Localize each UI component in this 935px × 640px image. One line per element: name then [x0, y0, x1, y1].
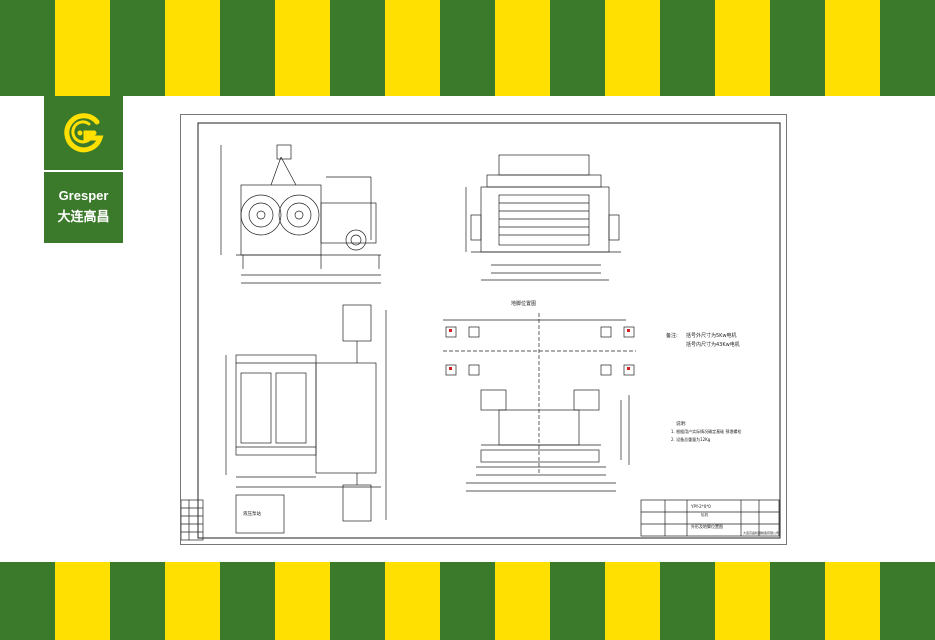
stripe: [165, 562, 220, 640]
stripe: [495, 562, 550, 640]
stripe: [0, 562, 55, 640]
stripe: [0, 0, 55, 96]
stripe: [550, 562, 605, 640]
stripe: [605, 562, 660, 640]
note-2: 括号内尺寸为43Kw电机: [686, 341, 740, 348]
stripe: [880, 562, 935, 640]
gresper-g-logo-icon: [44, 96, 123, 170]
stripe: [605, 0, 660, 96]
top-stripe-band: [0, 0, 935, 96]
stripe: [55, 562, 110, 640]
stripe: [825, 562, 880, 640]
stripe: [110, 0, 165, 96]
front-elevation-view: [220, 144, 381, 284]
stripe: [825, 0, 880, 96]
desc-2: 2. 设备总重量为12Kg: [671, 436, 711, 442]
stripe: [330, 562, 385, 640]
note-1: 括号外尺寸为5Kw电机: [686, 332, 737, 339]
stripe: [440, 562, 495, 640]
stripe: [770, 562, 825, 640]
desc-title: 说明:: [676, 420, 687, 427]
stripe: [275, 0, 330, 96]
stripe: [220, 562, 275, 640]
stripe: [165, 0, 220, 96]
foundation-view: [443, 313, 636, 492]
title-block-company: 大连高昌机器制造有限公司: [743, 530, 779, 535]
title-block: [640, 499, 780, 537]
stripe: [715, 0, 770, 96]
stripe: [440, 0, 495, 96]
title-block-name: 外形及地脚位置图: [691, 523, 723, 529]
stripe: [770, 0, 825, 96]
stripe: [660, 0, 715, 96]
notes-label: 备注:: [666, 332, 678, 339]
desc-1: 1. 根据用户实际情况确定基础 预埋螺栓: [671, 428, 741, 434]
stripe: [660, 562, 715, 640]
title-block-model: YPY-2*0*0: [690, 504, 711, 509]
stripe: [110, 562, 165, 640]
title-block-sub: 轧机: [701, 512, 709, 517]
stripe: [55, 0, 110, 96]
logo-divider: [44, 170, 123, 172]
foundation-title: 地脚位置图: [511, 300, 536, 307]
bottom-stripe-band: [0, 562, 935, 640]
stripe: [385, 562, 440, 640]
stripe: [495, 0, 550, 96]
stripe: [385, 0, 440, 96]
revision-table: [180, 499, 204, 541]
stripe: [330, 0, 385, 96]
stripe: [880, 0, 935, 96]
plan-view: [225, 304, 387, 534]
stripe: [220, 0, 275, 96]
drawing-canvas: 地脚位置图 备注: 括号外尺寸为5Kw电机 括号内尺寸为43Kw电机 说明: 1…: [180, 122, 781, 541]
stripe: [715, 562, 770, 640]
side-elevation-view: [465, 154, 621, 281]
hydraulic-label: 液压泵站: [243, 510, 261, 517]
brand-logo-box: [44, 96, 123, 243]
engineering-drawing: 地脚位置图 备注: 括号外尺寸为5Kw电机 括号内尺寸为43Kw电机 说明: 1…: [180, 114, 787, 545]
stripe: [275, 562, 330, 640]
brand-name: Gresper: [58, 188, 109, 203]
brand-name-cn: 大连高昌: [57, 210, 110, 225]
stripe: [550, 0, 605, 96]
